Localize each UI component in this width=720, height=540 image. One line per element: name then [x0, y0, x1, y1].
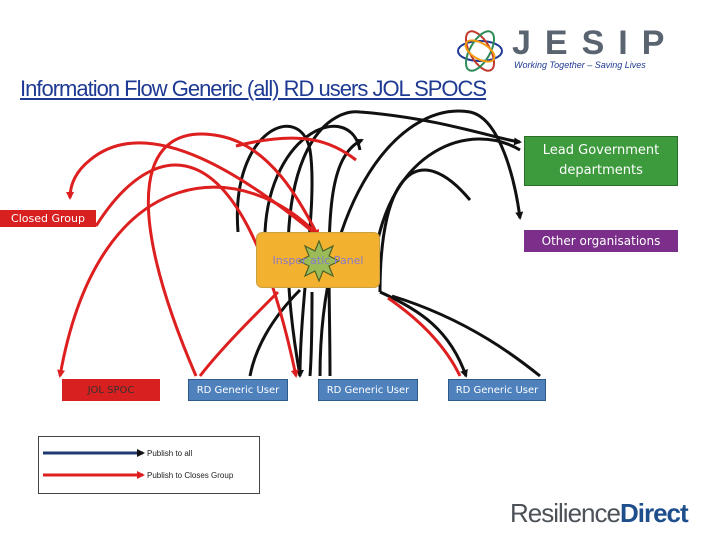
arrow-red-6 — [387, 296, 462, 377]
arrow-black-8 — [391, 294, 541, 378]
legend-label-publish-closed: Publish to Closes Group — [147, 471, 234, 480]
panel-label: Inspor atic Panel — [272, 253, 364, 267]
jesip-tagline: Working Together – Saving Lives — [514, 60, 646, 70]
arrow-black-10 — [378, 168, 472, 293]
arrow-red-5 — [198, 290, 280, 377]
rd-generic-user-box: RD Generic User — [318, 379, 418, 401]
arrow-black-7 — [379, 290, 468, 378]
arrow-red-1 — [146, 132, 320, 377]
jol-spoc-box: JOL SPOC — [62, 379, 160, 401]
arrow-black-1 — [235, 124, 314, 378]
rd-generic-user-box: RD Generic User — [188, 379, 288, 401]
legend: Publish to all Publish to Closes Group — [38, 436, 260, 494]
arrow-black-6 — [327, 138, 364, 377]
rd-generic-user-box: RD Generic User — [448, 379, 546, 401]
arrow-black-5 — [373, 137, 521, 257]
arrow-red-7 — [235, 136, 357, 162]
legend-lines — [43, 449, 145, 479]
closed-group-box: Closed Group — [0, 210, 96, 227]
jesip-wordmark: JESIP — [512, 24, 679, 62]
arrow-red-2 — [66, 141, 319, 238]
other-organisations-box: Other organisations — [524, 230, 678, 252]
arrow-black-2 — [263, 124, 362, 233]
rd-logo-part1: Resilience — [510, 498, 621, 528]
resilience-direct-logo: ResilienceDirect — [510, 498, 689, 529]
page-title: Information Flow Generic (all) RD users … — [20, 76, 487, 101]
lead-government-box: Lead Government departments — [524, 136, 678, 186]
legend-label-publish-all: Publish to all — [147, 449, 193, 458]
arrow-black-9 — [248, 288, 302, 377]
jesip-logo-icon — [454, 30, 506, 77]
star-burst-icon — [297, 239, 341, 287]
arrow-black-11 — [308, 291, 314, 377]
rd-logo-part2: Direct — [619, 498, 689, 528]
arrow-red-3 — [57, 185, 320, 378]
